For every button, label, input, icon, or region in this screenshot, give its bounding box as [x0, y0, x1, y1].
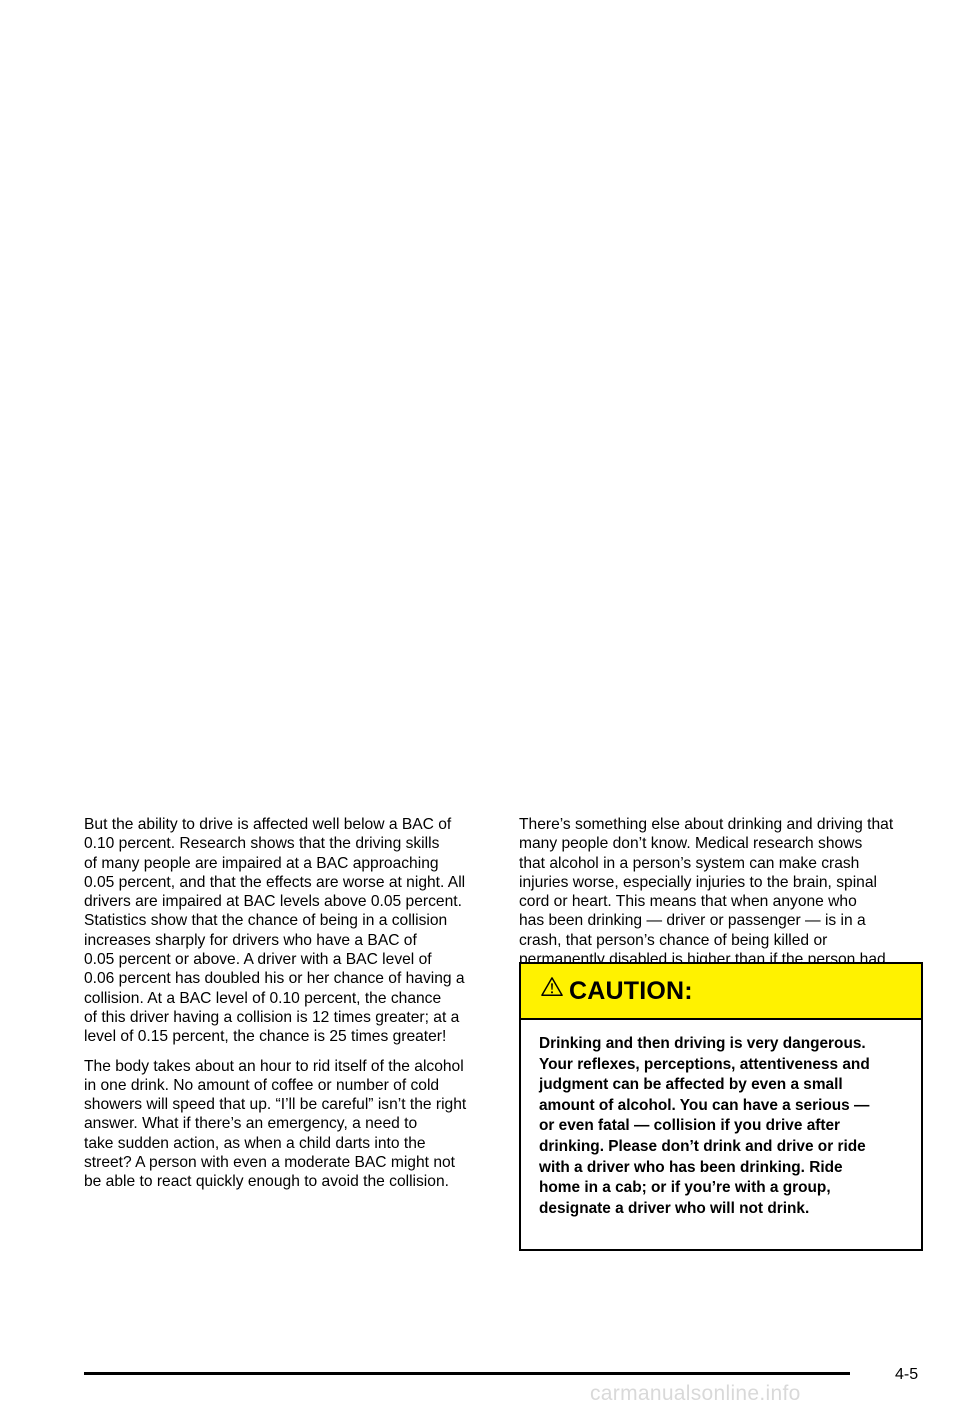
watermark: carmanualsonline.info — [590, 1382, 801, 1405]
footer-rule — [84, 1372, 850, 1375]
caution-text: Drinking and then driving is very danger… — [539, 1035, 870, 1217]
page-number: 4-5 — [895, 1366, 919, 1383]
caution-box: CAUTION: Drinking and then driving is ve… — [519, 962, 923, 1251]
caution-header: CAUTION: — [521, 964, 921, 1020]
warning-triangle-icon — [541, 977, 563, 996]
caution-title: CAUTION: — [569, 976, 693, 1005]
left-column: But the ability to drive is affected wel… — [84, 815, 488, 1202]
body-paragraph: But the ability to drive is affected wel… — [84, 816, 466, 1046]
body-paragraph: The body takes about an hour to rid itse… — [84, 1057, 467, 1191]
body-paragraph: There’s something else about drinking an… — [519, 816, 894, 987]
right-column: There’s something else about drinking an… — [519, 815, 923, 999]
